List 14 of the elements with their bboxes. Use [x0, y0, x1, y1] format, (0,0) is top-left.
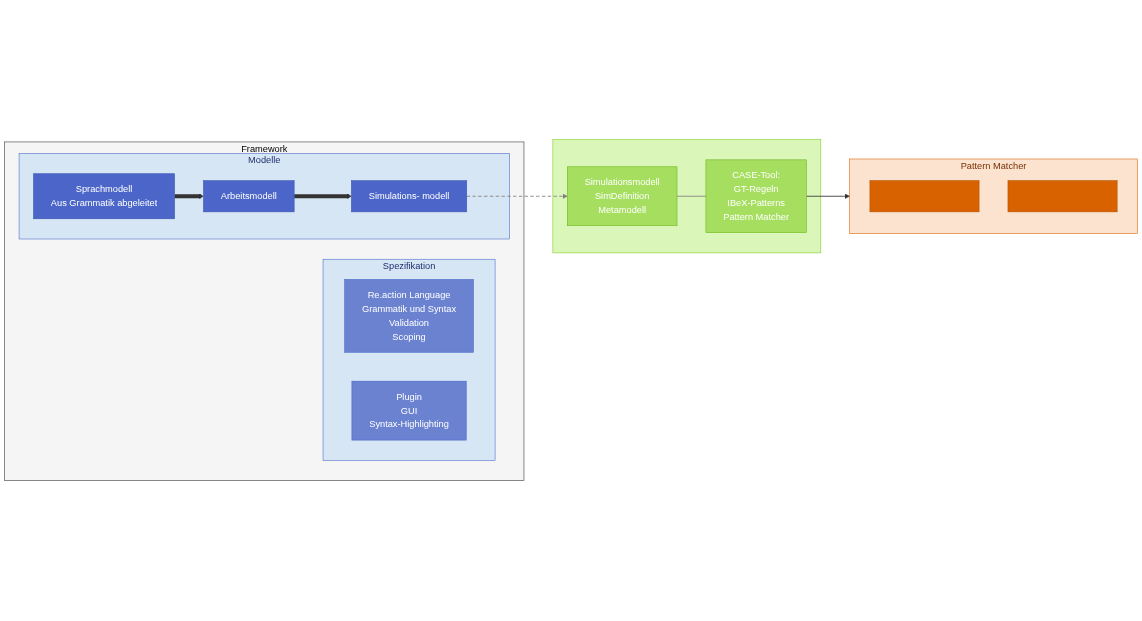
connector [676, 196, 707, 198]
node-box: Sprachmodell Aus Grammatik abgeleitet [33, 173, 175, 220]
node-bar [1007, 180, 1118, 213]
arrow [294, 194, 352, 200]
node-box: Simulationsmodell SimDefinition Metamodell [567, 166, 678, 227]
node-box: Arbeitsmodell [203, 180, 295, 213]
node-box: Plugin GUI Syntax-Highlighting [351, 381, 467, 441]
cluster [552, 139, 822, 254]
node-bar [869, 180, 980, 213]
node-box: Simulations- modell [351, 180, 468, 213]
node-box: CASE-Tool: GT-Regeln IBeX-Patterns Pattern Matcher [705, 159, 807, 234]
arrow [174, 194, 204, 200]
node-box: Re.action Language Grammatik und Syntax Validation Scoping [344, 279, 474, 353]
cluster: Pattern Matcher [849, 159, 1138, 235]
